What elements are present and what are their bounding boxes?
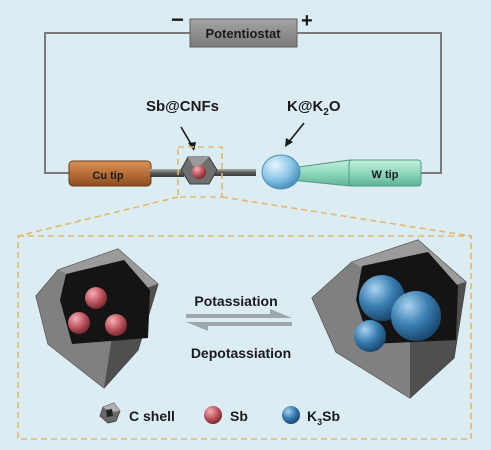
- legend: C shell Sb K3Sb: [99, 402, 340, 427]
- w-tip: W tip: [290, 159, 422, 187]
- right-c-shell: [311, 239, 467, 399]
- k3sb-sphere: [391, 291, 441, 341]
- sb-sphere: [85, 287, 107, 309]
- sb-sphere-icon: [204, 406, 222, 424]
- forward-arrow: [186, 309, 292, 318]
- sb-sphere: [105, 314, 127, 336]
- reaction-arrows: Potassiation Depotassiation: [186, 293, 292, 361]
- reverse-arrow: [186, 322, 292, 331]
- left-c-shell: [35, 248, 159, 389]
- circuit-wire: [44, 32, 442, 174]
- plus-sign: +: [301, 10, 313, 32]
- cu-tip: Cu tip: [68, 160, 184, 187]
- k3sb-sphere: [354, 320, 386, 352]
- k-bead: [261, 154, 301, 190]
- sb-cnfs-particle: [180, 156, 256, 185]
- zoom-region: [17, 146, 472, 440]
- cu-tip-label: Cu tip: [92, 170, 123, 182]
- potassiation-label: Potassiation: [194, 293, 277, 309]
- sb-sphere: [68, 312, 90, 334]
- k-k2o-label: K@K2O: [287, 98, 341, 118]
- c-shell-icon: [99, 402, 121, 424]
- potentiostat: Potentiostat: [189, 18, 298, 48]
- k-k2o-arrowhead: [285, 138, 293, 147]
- k-k2o-arrow: [287, 122, 305, 144]
- legend-k3sb: K3Sb: [307, 408, 340, 427]
- depotassiation-label: Depotassiation: [191, 345, 291, 361]
- minus-sign: −: [171, 7, 184, 32]
- legend-sb: Sb: [230, 408, 248, 424]
- legend-c-shell: C shell: [129, 408, 175, 424]
- potentiostat-label: Potentiostat: [205, 26, 281, 41]
- sb-cnfs-label: Sb@CNFs: [146, 98, 219, 115]
- k3sb-sphere-icon: [282, 406, 300, 424]
- w-tip-label: W tip: [372, 169, 399, 181]
